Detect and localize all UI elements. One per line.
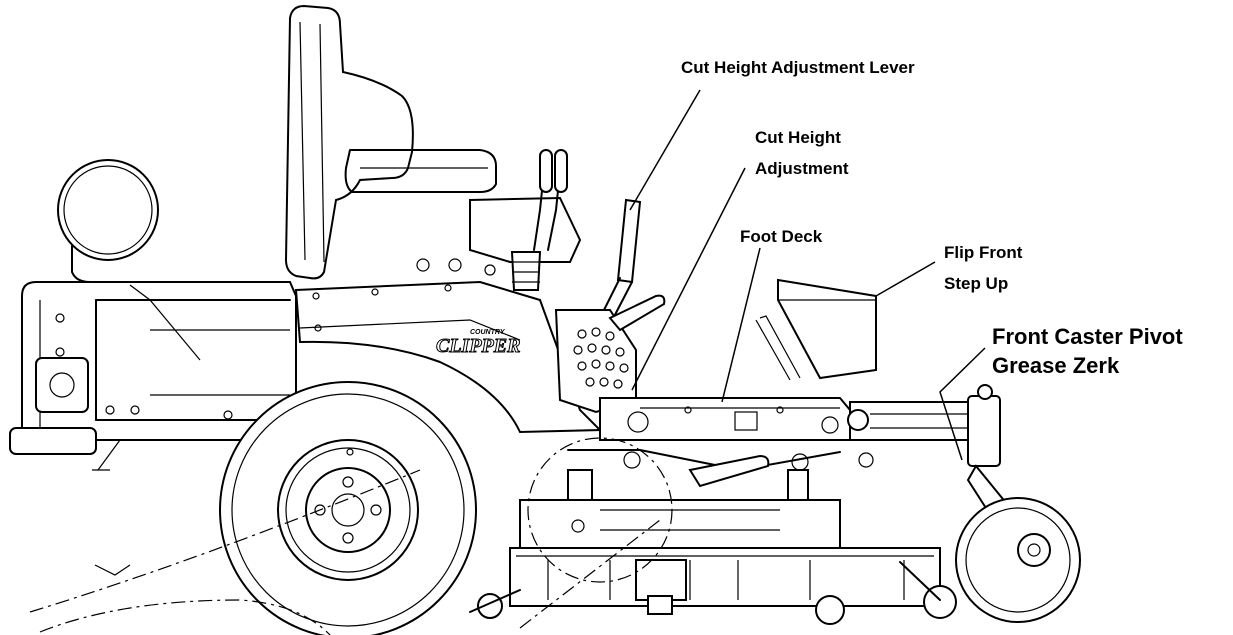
- body-fender: COUNTRY CLIPPER: [294, 280, 603, 434]
- mower-deck: [469, 449, 957, 625]
- leader-flip-front: [875, 261, 936, 297]
- label-front-caster-line2: Grease Zerk: [992, 353, 1120, 378]
- leader-caster: [939, 347, 986, 461]
- flip-front-step: [755, 278, 877, 381]
- rear-drive-wheel: [219, 381, 477, 635]
- front-caster: [847, 384, 1081, 623]
- label-cut-height-adjustment-line1: Cut Height: [755, 128, 841, 147]
- callouts: Cut Height Adjustment Lever Cut Height A…: [681, 58, 1183, 378]
- rear-frame: [9, 281, 301, 471]
- logo-clipper: CLIPPER: [436, 335, 520, 357]
- leader-cut-height-lever: [629, 89, 701, 211]
- leader-cut-height-adjustment: [631, 167, 746, 391]
- height-adjust-holes: [573, 327, 629, 389]
- label-flip-front-line1: Flip Front: [944, 243, 1023, 262]
- seat: [284, 4, 497, 280]
- foot-deck-frame: [599, 397, 851, 441]
- label-front-caster-line1: Front Caster Pivot: [992, 324, 1183, 349]
- label-foot-deck: Foot Deck: [740, 227, 823, 246]
- control-console: [416, 149, 582, 291]
- reference-lines: [29, 437, 673, 635]
- label-cut-height-adjustment-lever: Cut Height Adjustment Lever: [681, 58, 915, 77]
- cut-height-lever-assembly: [554, 198, 666, 414]
- label-cut-height-adjustment-line2: Adjustment: [755, 159, 849, 178]
- logo-country: COUNTRY: [470, 329, 506, 336]
- leader-foot-deck: [721, 247, 761, 403]
- rear-light: [57, 159, 159, 283]
- label-flip-front-line2: Step Up: [944, 274, 1008, 293]
- leader-lines: [629, 89, 986, 461]
